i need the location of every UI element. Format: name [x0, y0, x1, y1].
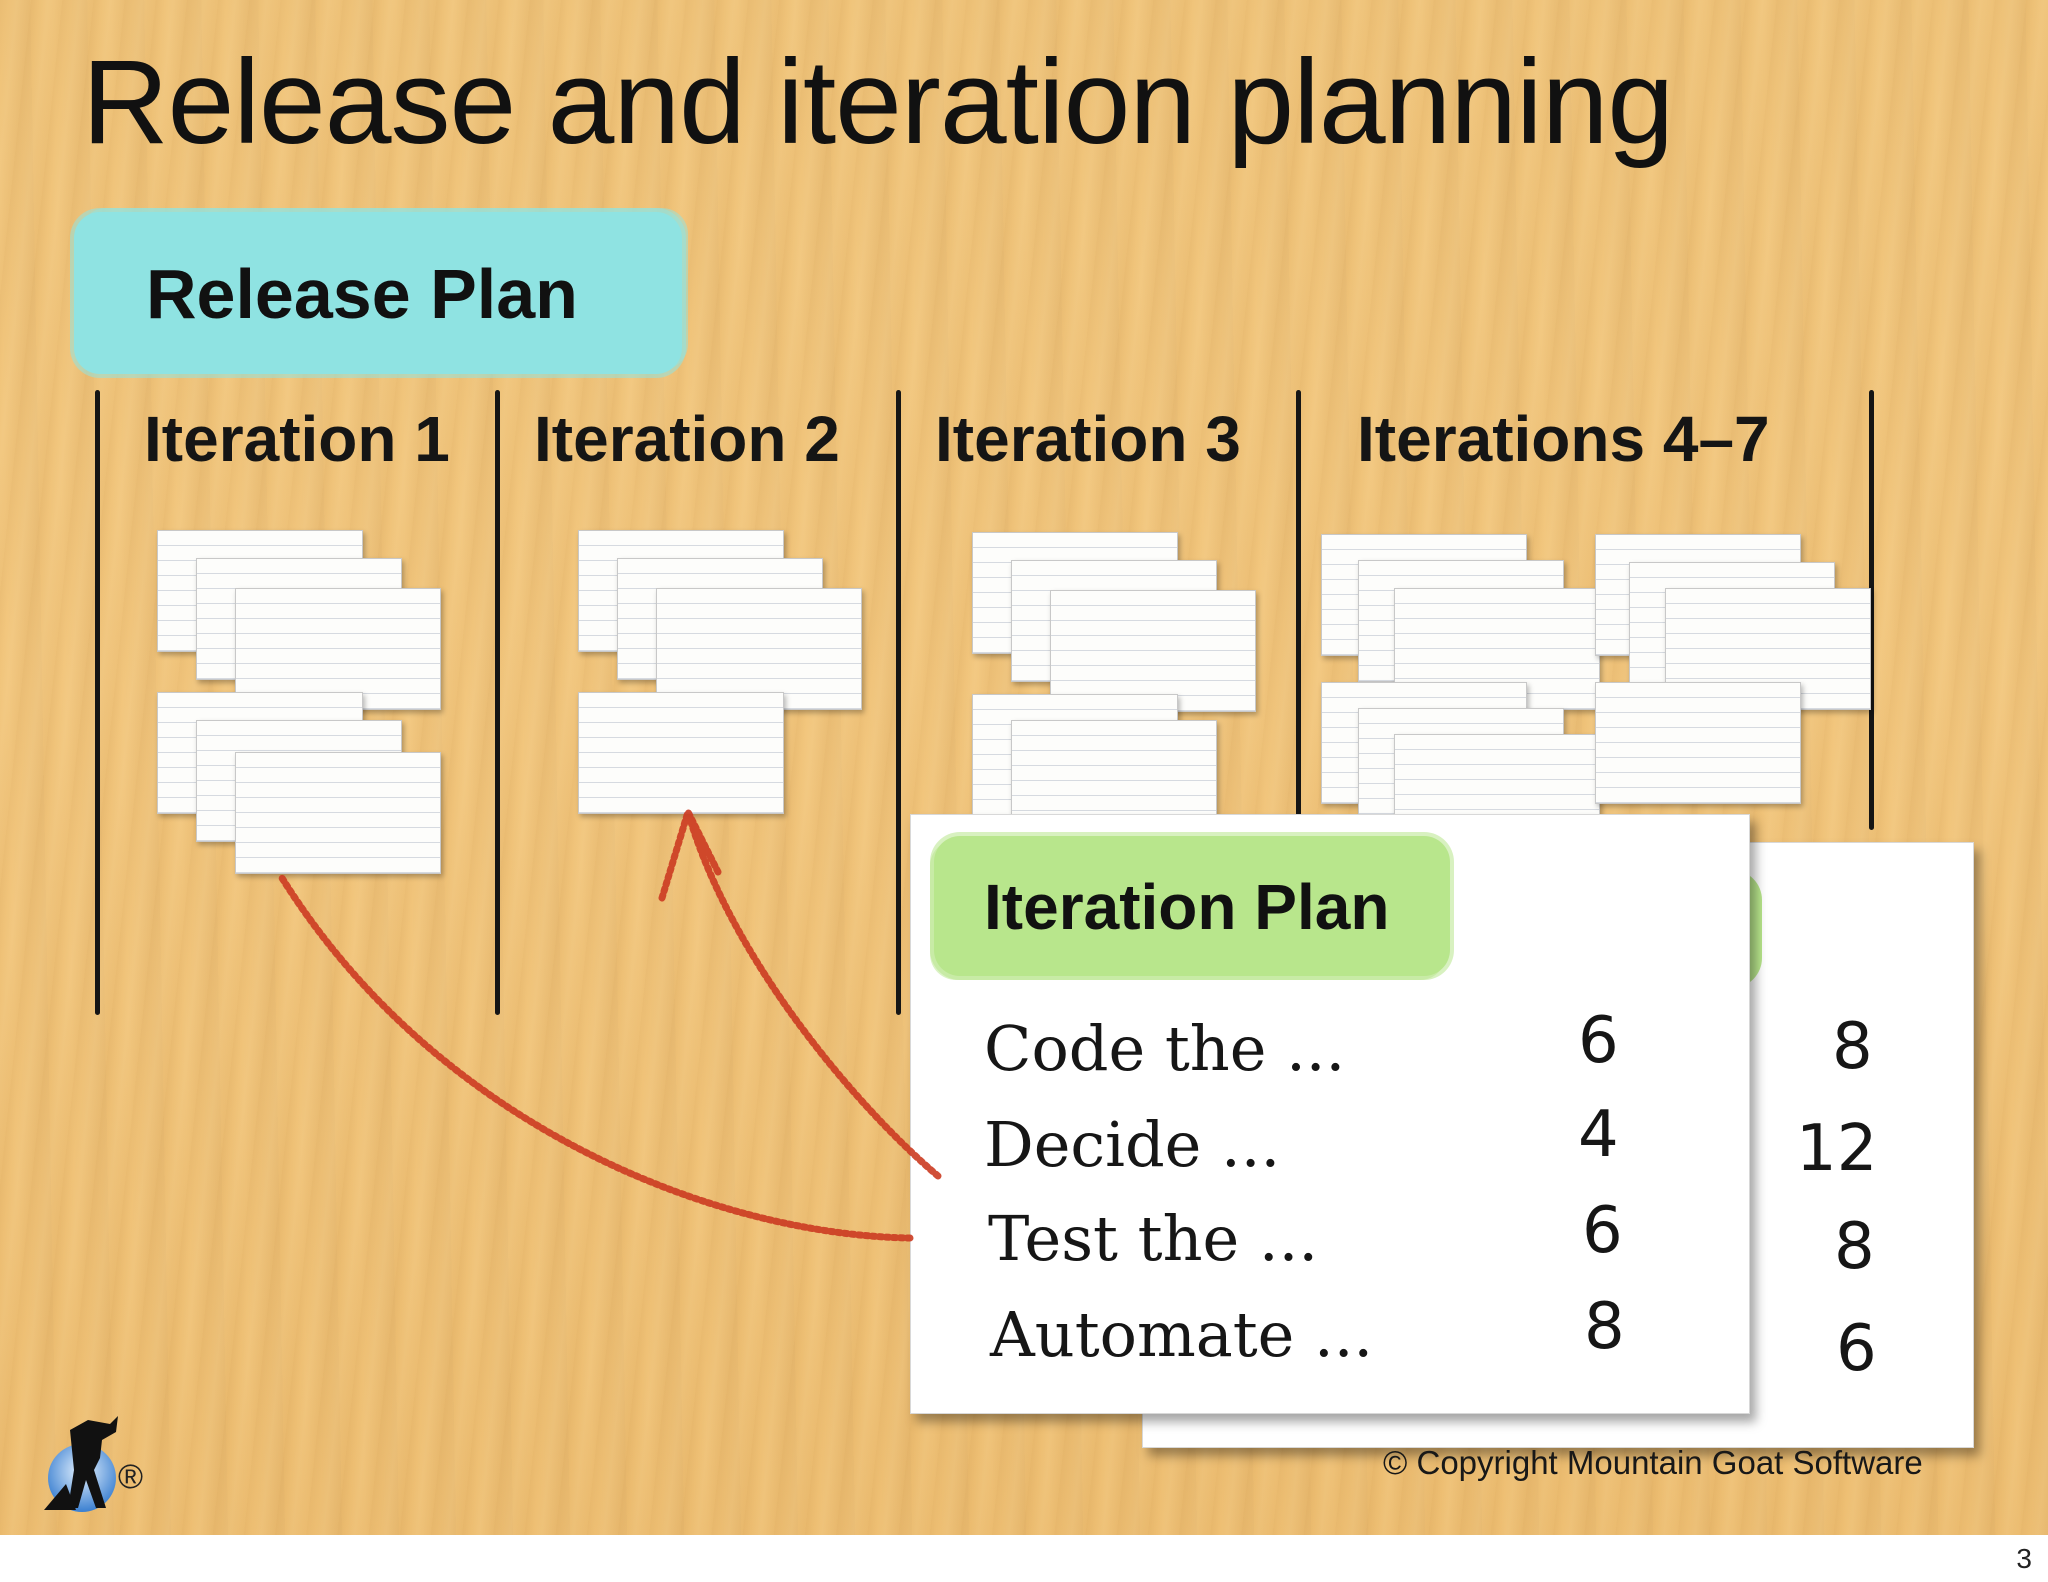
- arrow-head-iteration-2: [658, 802, 722, 902]
- story-card: [656, 588, 862, 710]
- iteration-divider: [896, 390, 901, 1015]
- story-card: [1050, 590, 1256, 712]
- back-page-hours: 8: [1834, 1210, 1875, 1284]
- iteration-divider: [95, 390, 100, 1015]
- slide-title: Release and iteration planning: [82, 35, 1674, 169]
- mountain-goat-logo-icon: [44, 1416, 118, 1512]
- back-page-hours: 12: [1796, 1112, 1878, 1186]
- slide: Release and iteration planning Release P…: [0, 0, 2048, 1535]
- iteration-label-1: Iteration 1: [144, 403, 450, 475]
- task-hours: 4: [1578, 1098, 1619, 1172]
- story-card: [1595, 682, 1801, 804]
- iteration-plan-tag: Iteration Plan: [934, 836, 1450, 976]
- arrow-to-iteration-1: [278, 874, 914, 1242]
- iteration-divider: [1869, 390, 1874, 830]
- iteration-plan-label: Iteration Plan: [984, 871, 1390, 943]
- release-plan-label: Release Plan: [146, 255, 578, 333]
- task-hours: 6: [1582, 1194, 1623, 1268]
- back-page-hours: 6: [1836, 1312, 1877, 1386]
- story-card: [235, 588, 441, 710]
- back-page-hours: 8: [1832, 1010, 1873, 1084]
- page-number: 3: [2016, 1543, 2032, 1574]
- arrows-overlay: [278, 802, 942, 1242]
- iteration-divider: [1296, 390, 1301, 830]
- iteration-label-3: Iteration 3: [935, 403, 1241, 475]
- task-name: Decide ...: [984, 1108, 1281, 1181]
- task-hours: 6: [1578, 1004, 1619, 1078]
- iteration-label-2: Iteration 2: [534, 403, 840, 475]
- task-name: Test the ...: [988, 1202, 1319, 1275]
- story-card: [578, 692, 784, 814]
- iteration-label-4-7: Iterations 4–7: [1357, 403, 1770, 475]
- task-name: Automate ...: [990, 1298, 1374, 1371]
- arrow-to-iteration-2: [684, 808, 942, 1180]
- registered-mark: ®: [118, 1458, 144, 1496]
- iteration-divider: [495, 390, 500, 1015]
- story-card: [1394, 588, 1600, 710]
- task-name: Code the ...: [984, 1012, 1346, 1085]
- story-card: [235, 752, 441, 874]
- copyright-notice: © Copyright Mountain Goat Software: [1383, 1444, 1923, 1481]
- release-plan-tag: Release Plan: [74, 212, 682, 374]
- task-hours: 8: [1584, 1290, 1625, 1364]
